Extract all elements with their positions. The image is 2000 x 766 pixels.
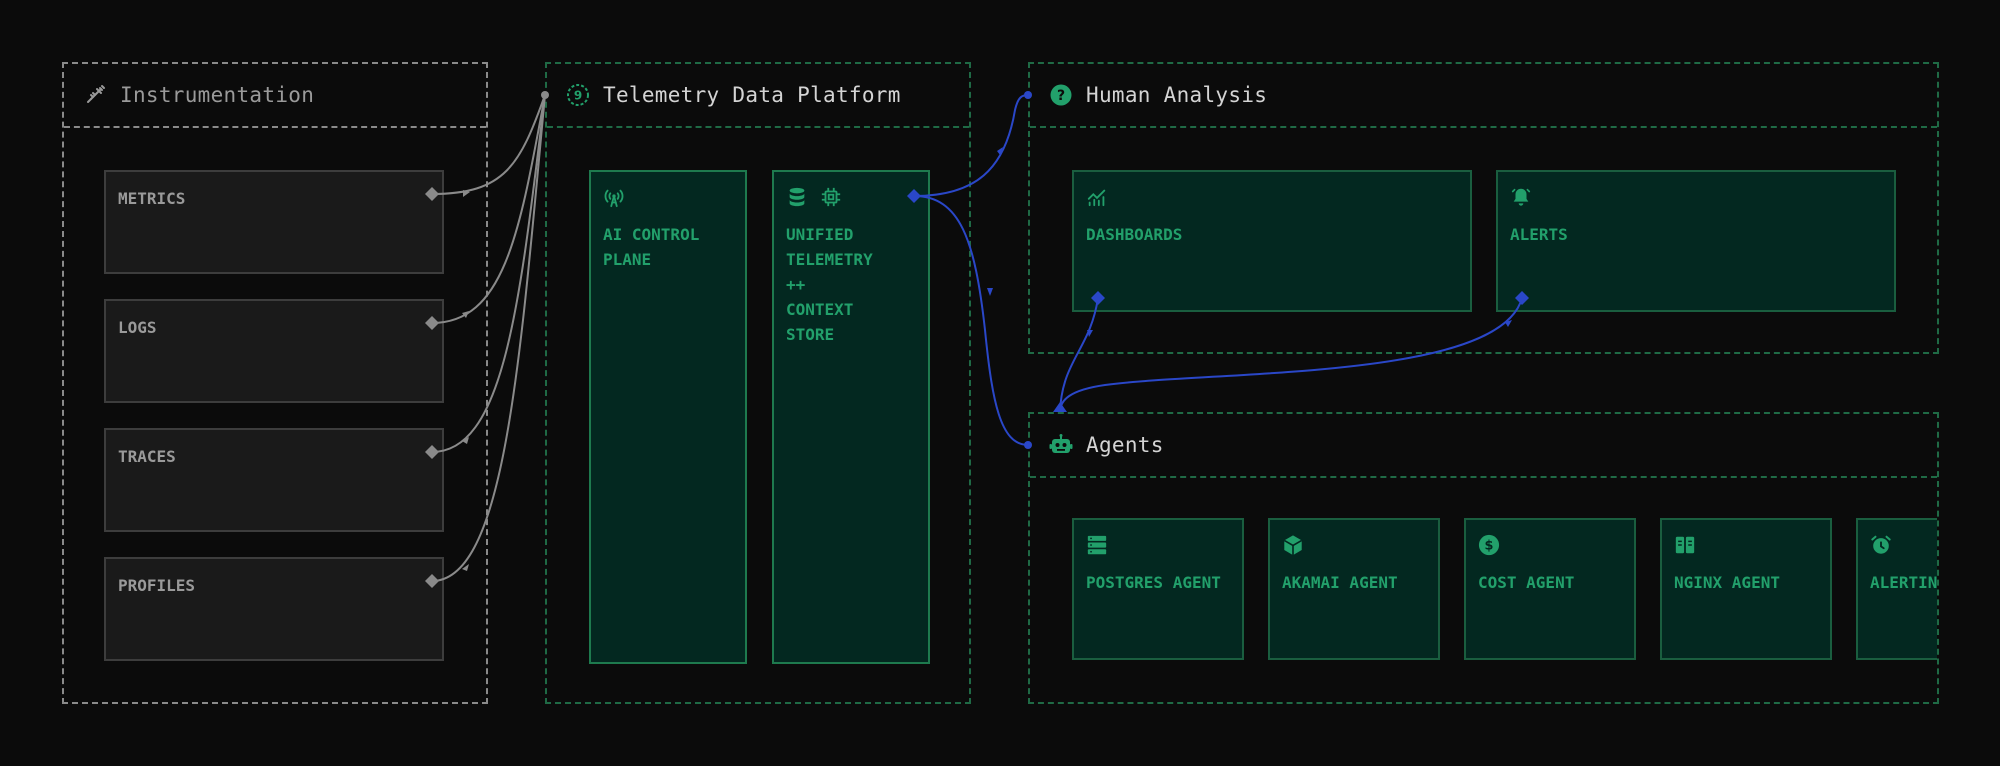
profiles-box[interactable]: PROFILES — [104, 557, 444, 661]
telemetry-panel: 9 Telemetry Data Platform AI CONTROL PLA… — [545, 62, 971, 704]
instrumentation-wire-markers — [425, 91, 549, 588]
svg-text:9: 9 — [574, 89, 582, 103]
box-label: ALERTING AGENT — [1870, 573, 1937, 592]
metrics-diamond — [425, 187, 439, 201]
svg-text:$: $ — [1485, 539, 1494, 554]
panel-title: Telemetry Data Platform — [603, 83, 901, 107]
box-label: POSTGRES AGENT — [1086, 573, 1221, 592]
label-line: AI CONTROL — [603, 225, 700, 244]
postgres-agent-box[interactable]: POSTGRES AGENT — [1072, 518, 1244, 660]
logs-diamond — [425, 316, 439, 330]
instrumentation-wires — [431, 94, 546, 582]
traces-wire — [431, 94, 546, 453]
alerts-box[interactable]: ALERTS — [1496, 170, 1896, 312]
dashboards-box[interactable]: DASHBOARDS — [1072, 170, 1472, 312]
box-label: ALERTS — [1510, 225, 1568, 244]
akamai-agent-box[interactable]: AKAMAI AGENT — [1268, 518, 1440, 660]
human-analysis-panel: ? Human Analysis DASHBOARDS ALERTS — [1028, 62, 1939, 354]
label-line: ++ — [786, 275, 806, 294]
bell-icon — [1510, 186, 1532, 208]
box-label: TRACES — [118, 447, 176, 466]
store-to-agents-wire — [913, 195, 1029, 446]
blue-wires — [913, 94, 1523, 446]
logs-box[interactable]: LOGS — [104, 299, 444, 403]
blue-wire-markers — [907, 91, 1529, 449]
profiles-wire — [431, 94, 546, 582]
alerts-diamond — [1515, 291, 1529, 305]
alerts-to-agents-wire — [1059, 297, 1523, 413]
human-analysis-header: ? Human Analysis — [1030, 64, 1937, 128]
agents-arrow — [987, 288, 993, 296]
label-line: UNIFIED — [786, 225, 854, 244]
traces-diamond — [425, 445, 439, 459]
traces-arrow — [462, 437, 469, 444]
nginx-agent-box[interactable]: NGINX AGENT — [1660, 518, 1832, 660]
dollar-circle-icon: $ — [1478, 534, 1500, 556]
profiles-arrow — [462, 564, 469, 571]
telemetry-store-box[interactable]: UNIFIED TELEMETRY ++ CONTEXT STORE — [772, 170, 930, 664]
box-label: AKAMAI AGENT — [1282, 573, 1398, 592]
ai-control-plane-box[interactable]: AI CONTROL PLANE — [589, 170, 747, 664]
alarm-clock-icon — [1870, 534, 1892, 556]
cost-agent-box[interactable]: $ COST AGENT — [1464, 518, 1636, 660]
metrics-wire — [431, 94, 546, 195]
label-line: TELEMETRY — [786, 250, 873, 269]
telemetry-header: 9 Telemetry Data Platform — [547, 64, 969, 128]
traces-box[interactable]: TRACES — [104, 428, 444, 532]
dashboards-diamond — [1091, 291, 1105, 305]
panel-title: Instrumentation — [120, 83, 315, 107]
robot-icon — [1048, 432, 1074, 458]
panel-title: Agents — [1086, 433, 1164, 457]
alerts-arrow — [1505, 320, 1512, 327]
svg-text:?: ? — [1057, 88, 1065, 104]
agents-top-arrow — [1053, 402, 1067, 412]
logs-wire — [431, 94, 546, 324]
panel-title: Human Analysis — [1086, 83, 1268, 107]
question-circle-icon: ? — [1048, 82, 1074, 108]
label-line: CONTEXT — [786, 300, 854, 319]
box-label: COST AGENT — [1478, 573, 1575, 592]
agents-input-dot — [1024, 441, 1032, 449]
chart-line-icon — [1086, 186, 1108, 208]
instrumentation-header: Instrumentation — [64, 64, 486, 128]
cube-icon — [1282, 534, 1304, 556]
agents-header: Agents — [1030, 414, 1937, 478]
human-input-dot — [1024, 91, 1032, 99]
server-icon — [1086, 534, 1108, 556]
profiles-diamond — [425, 574, 439, 588]
logs-arrow — [462, 311, 469, 318]
nine-circle-icon: 9 — [565, 82, 591, 108]
store-to-human-wire — [913, 94, 1029, 197]
agents-panel: Agents POSTGRES AGENT AKAMAI AGENT $ COS… — [1028, 412, 1939, 704]
antenna-icon — [603, 186, 625, 208]
box-label: AI CONTROL PLANE — [603, 222, 699, 272]
platform-input-dot — [541, 91, 549, 99]
syringe-icon — [82, 82, 108, 108]
columns-icon — [1674, 534, 1696, 556]
box-label: METRICS — [118, 189, 186, 208]
box-label: UNIFIED TELEMETRY ++ CONTEXT STORE — [786, 222, 873, 347]
metrics-box[interactable]: METRICS — [104, 170, 444, 274]
dashboards-arrow — [1087, 330, 1093, 337]
box-label: DASHBOARDS — [1086, 225, 1183, 244]
label-line: STORE — [786, 325, 835, 344]
box-label: PROFILES — [118, 576, 196, 595]
label-line: PLANE — [603, 250, 652, 269]
store-output-diamond — [907, 189, 921, 203]
human-arrow — [997, 147, 1003, 155]
alerting-agent-box[interactable]: ALERTING AGENT — [1856, 518, 1937, 660]
metrics-arrow — [463, 190, 470, 197]
instrumentation-panel: Instrumentation METRICS LOGS TRACES PROF… — [62, 62, 488, 704]
agent-cards-strip: POSTGRES AGENT AKAMAI AGENT $ COST AGENT… — [1030, 518, 1937, 668]
box-label: NGINX AGENT — [1674, 573, 1780, 592]
dashboards-to-agents-wire — [1059, 297, 1099, 413]
box-label: LOGS — [118, 318, 157, 337]
database-icon — [786, 186, 808, 208]
chip-icon — [820, 186, 842, 208]
